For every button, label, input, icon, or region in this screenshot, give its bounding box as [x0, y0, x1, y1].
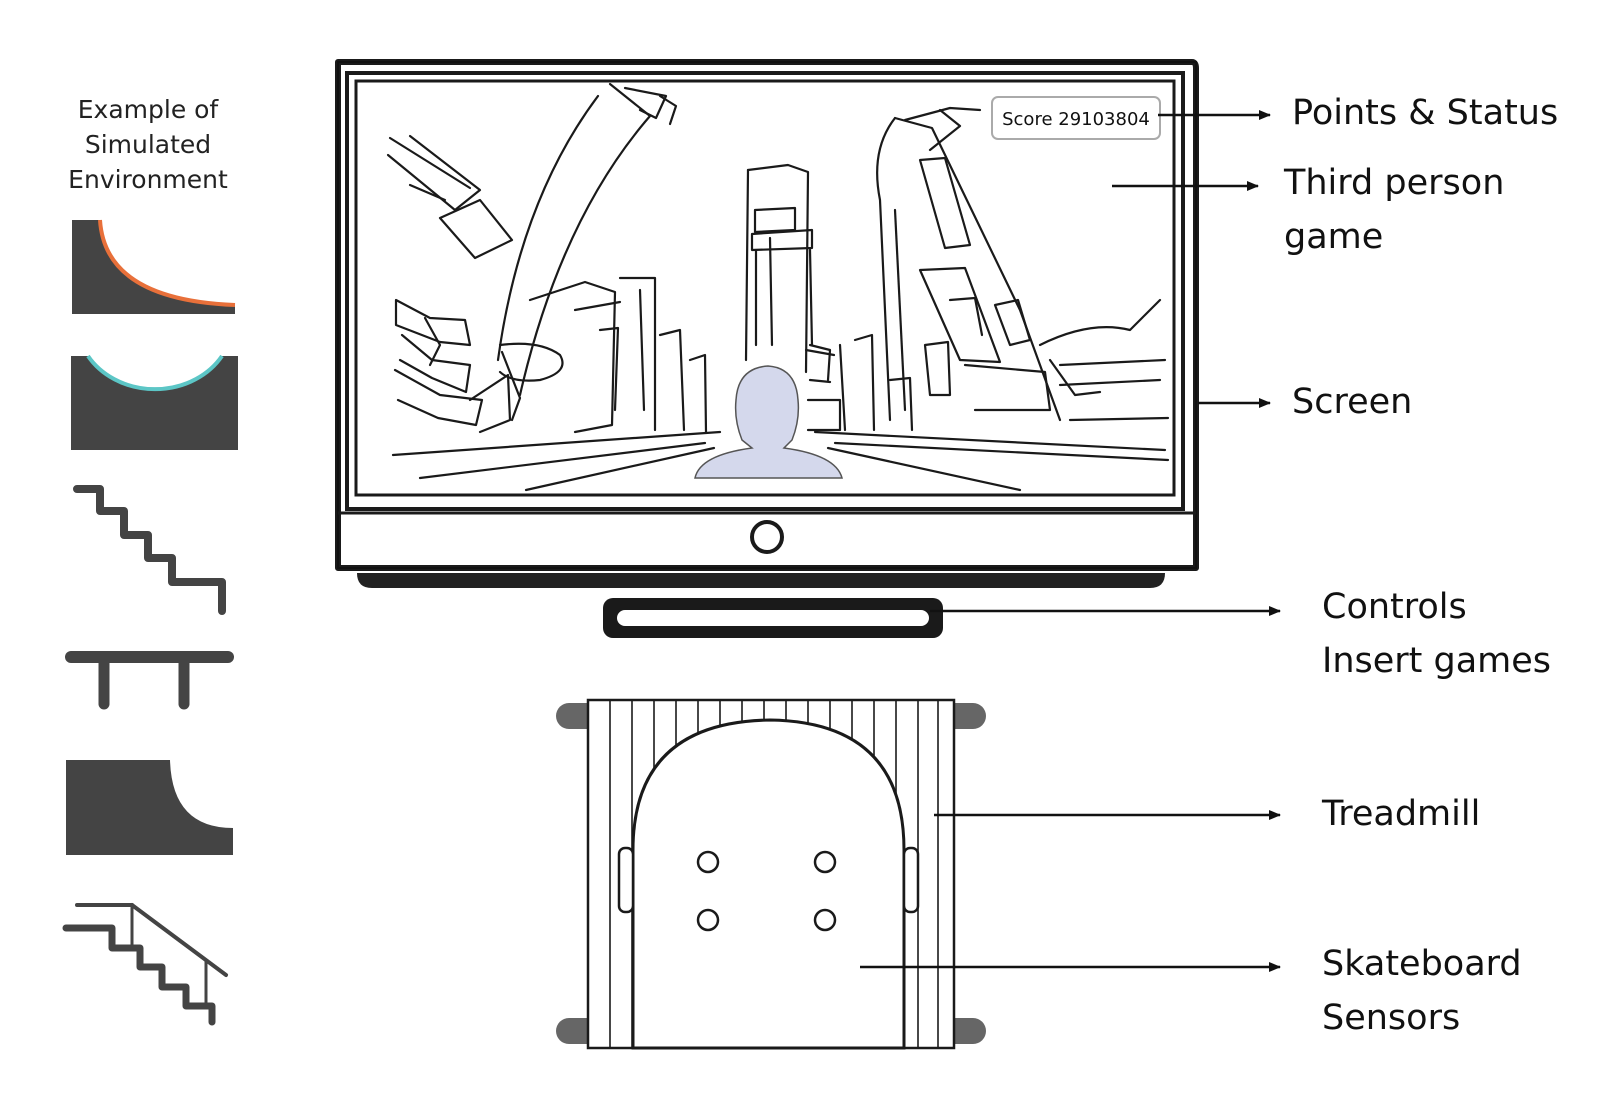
- label-controls: Controls Insert games: [1322, 580, 1551, 688]
- sidebar-title-line: Simulated: [84, 130, 212, 159]
- sensor-icon: [696, 908, 720, 932]
- rail-icon: [65, 651, 234, 710]
- sensor-points: [696, 850, 837, 932]
- label-text: Controls: [1322, 587, 1467, 627]
- label-third-person: Third person game: [1284, 156, 1504, 264]
- sensor-icon: [696, 850, 720, 874]
- sidebar-title-line: Example of: [77, 95, 219, 124]
- sidebar-title: Example of Simulated Environment: [48, 92, 248, 197]
- sensor-icon: [813, 850, 837, 874]
- half-pipe-ramp-icon: [71, 354, 238, 450]
- score-panel: Score 29103804: [991, 96, 1161, 140]
- skateboard: [617, 718, 920, 1050]
- label-skateboard: Skateboard Sensors: [1322, 937, 1522, 1045]
- stairs-icon: [73, 485, 226, 615]
- label-text: Treadmill: [1322, 794, 1481, 834]
- label-text: Sensors: [1322, 998, 1461, 1038]
- score-text: Score 29103804: [1002, 109, 1150, 130]
- label-text: Third person: [1284, 163, 1505, 203]
- sensor-icon: [813, 908, 837, 932]
- quarter-pipe-ramp-icon: [72, 219, 236, 314]
- sidebar-title-line: Environment: [68, 165, 228, 194]
- game-scene: [386, 82, 1170, 492]
- label-text: Skateboard: [1322, 944, 1522, 984]
- label-treadmill: Treadmill: [1322, 787, 1480, 841]
- label-text: Points & Status: [1292, 93, 1559, 133]
- label-text: Insert games: [1322, 641, 1552, 681]
- controls-console: [603, 598, 943, 638]
- label-screen: Screen: [1292, 375, 1412, 429]
- label-text: game: [1284, 217, 1384, 257]
- label-points-status: Points & Status: [1292, 86, 1558, 140]
- label-text: Screen: [1292, 382, 1413, 422]
- bank-ramp-icon: [66, 760, 233, 855]
- stair-handrail-icon: [62, 903, 228, 1026]
- player-avatar: [694, 365, 843, 479]
- power-button-icon: [750, 520, 784, 554]
- callout-arrows: [860, 110, 1281, 972]
